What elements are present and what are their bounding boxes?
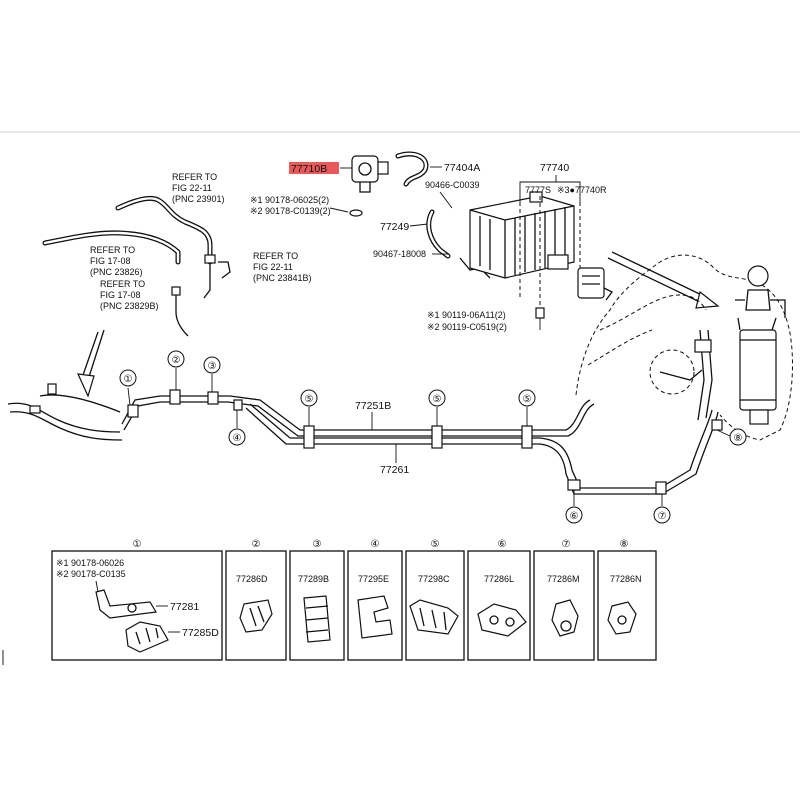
clamp-77285d xyxy=(125,621,169,653)
left-inlet-lines xyxy=(7,383,123,441)
svg-text:②: ② xyxy=(172,355,181,366)
svg-text:①: ① xyxy=(124,374,133,385)
detail-3-part[interactable]: 77289B xyxy=(298,574,329,584)
detail-circle-2: ② xyxy=(252,539,261,550)
callout-5b[interactable]: ⑤ xyxy=(428,389,446,426)
svg-text:③: ③ xyxy=(208,361,217,372)
detail-box-7 xyxy=(533,550,595,661)
bolt-label-3[interactable]: ※1 90119-06A11(2) xyxy=(427,310,506,320)
refer-note-23829b: REFER TO FIG 17-08 (PNC 23829B) xyxy=(100,279,159,311)
direction-arrow-right xyxy=(607,251,720,309)
svg-text:REFER TO: REFER TO xyxy=(100,279,145,289)
detail-box-6 xyxy=(467,550,531,661)
detail-7-part[interactable]: 77286M xyxy=(547,574,580,584)
fuel-tank-outline xyxy=(575,254,793,441)
detail-panel: ① ※1 90178-06026 ※2 90178-C0135 77281 77… xyxy=(51,539,657,661)
line-clamps xyxy=(127,389,723,495)
hose-77249 xyxy=(426,209,451,259)
detail-circle-5: ⑤ xyxy=(431,539,440,550)
part-77249-label[interactable]: 77249 xyxy=(380,221,409,233)
charcoal-canister xyxy=(469,191,575,279)
detail-5-part[interactable]: 77298C xyxy=(418,574,450,584)
svg-text:(PNC 23826): (PNC 23826) xyxy=(90,267,143,277)
part-90467-label[interactable]: 90467-18008 xyxy=(373,249,426,259)
highlight-box xyxy=(289,162,339,174)
detail-box-3 xyxy=(289,550,345,661)
part-77710b-label[interactable]: 77710B xyxy=(291,163,327,175)
upper-left-hoses xyxy=(42,195,231,337)
fuel-line-77261 xyxy=(245,403,719,495)
callout-2[interactable]: ② xyxy=(167,350,185,390)
part-77775-label[interactable]: 7777S xyxy=(525,185,551,195)
callout-5a[interactable]: ⑤ xyxy=(300,389,318,426)
detail-1-part-2[interactable]: ※2 90178-C0135 xyxy=(56,569,126,579)
refer-note-23901: REFER TO FIG 22-11 (PNC 23901) xyxy=(172,172,225,204)
part-77740-label[interactable]: 77740 xyxy=(540,162,569,174)
purge-valve xyxy=(349,155,389,217)
refer-note-23826: REFER TO FIG 17-08 (PNC 23826) xyxy=(90,245,143,277)
detail-6-part[interactable]: 77286L xyxy=(484,574,514,584)
detail-circle-1: ① xyxy=(133,539,142,550)
svg-text:(PNC 23841B): (PNC 23841B) xyxy=(253,273,312,283)
detail-box-5 xyxy=(405,550,465,661)
bracket-77281 xyxy=(95,589,157,619)
part-77251b-label[interactable]: 77251B xyxy=(355,400,391,412)
direction-arrow-left xyxy=(77,329,105,398)
hose-77404a xyxy=(395,151,429,187)
fuel-pump-module xyxy=(735,265,786,425)
detail-1-part-1[interactable]: ※1 90178-06026 xyxy=(56,558,124,568)
detail-4-part[interactable]: 77295E xyxy=(358,574,389,584)
svg-text:FIG 17-08: FIG 17-08 xyxy=(100,290,141,300)
callout-8[interactable]: ⑧ xyxy=(716,428,747,446)
detail-8-part[interactable]: 77286N xyxy=(610,574,642,584)
svg-text:④: ④ xyxy=(233,433,242,444)
detail-box-2 xyxy=(225,550,287,661)
svg-text:FIG 22-11: FIG 22-11 xyxy=(172,183,212,193)
callout-7[interactable]: ⑦ xyxy=(653,494,671,524)
svg-text:⑧: ⑧ xyxy=(734,433,743,444)
svg-text:⑤: ⑤ xyxy=(305,394,314,405)
svg-text:REFER TO: REFER TO xyxy=(172,172,217,182)
detail-circle-7: ⑦ xyxy=(562,539,571,550)
refer-note-23841b: REFER TO FIG 22-11 (PNC 23841B) xyxy=(253,251,312,283)
callout-3[interactable]: ③ xyxy=(203,356,221,392)
part-90466-label[interactable]: 90466-C0039 xyxy=(425,180,480,190)
svg-text:REFER TO: REFER TO xyxy=(253,251,298,261)
svg-text:⑤: ⑤ xyxy=(433,394,442,405)
callout-6[interactable]: ⑥ xyxy=(565,490,583,524)
detail-1-part-4[interactable]: 77285D xyxy=(182,627,219,639)
part-77740r-label[interactable]: ※3●77740R xyxy=(557,185,607,195)
svg-text:(PNC 23901): (PNC 23901) xyxy=(172,194,225,204)
callout-4[interactable]: ④ xyxy=(228,410,246,446)
detail-circle-8: ⑧ xyxy=(620,539,629,550)
mount-bolt xyxy=(535,307,545,319)
svg-text:⑦: ⑦ xyxy=(658,511,667,522)
callout-1[interactable]: ① xyxy=(119,369,137,406)
part-77404a-label[interactable]: 77404A xyxy=(444,162,480,174)
bolt-label-4[interactable]: ※2 90119-C0519(2) xyxy=(427,322,507,332)
detail-box-4 xyxy=(347,550,403,661)
svg-text:REFER TO: REFER TO xyxy=(90,245,135,255)
vent-valve-77740r xyxy=(577,267,613,301)
svg-text:⑤: ⑤ xyxy=(523,394,532,405)
filler-hoses xyxy=(659,329,713,421)
svg-text:FIG 17-08: FIG 17-08 xyxy=(90,256,131,266)
callout-5c[interactable]: ⑤ xyxy=(518,389,536,426)
svg-text:FIG 22-11: FIG 22-11 xyxy=(253,262,293,272)
detail-circle-3: ③ xyxy=(313,539,322,550)
part-77261-label[interactable]: 77261 xyxy=(380,464,409,476)
detail-box-8 xyxy=(597,550,657,661)
svg-text:(PNC 23829B): (PNC 23829B) xyxy=(100,301,159,311)
detail-1-part-3[interactable]: 77281 xyxy=(170,601,199,613)
svg-text:⑥: ⑥ xyxy=(570,511,579,522)
detail-circle-6: ⑥ xyxy=(498,539,507,550)
detail-2-part[interactable]: 77286D xyxy=(236,574,268,584)
bolt-label-2[interactable]: ※2 90178-C0139(2) xyxy=(250,206,331,216)
detail-circle-4: ④ xyxy=(371,539,380,550)
detail-box-1 xyxy=(51,550,223,661)
bolt-label-1[interactable]: ※1 90178-06025(2) xyxy=(250,195,329,205)
